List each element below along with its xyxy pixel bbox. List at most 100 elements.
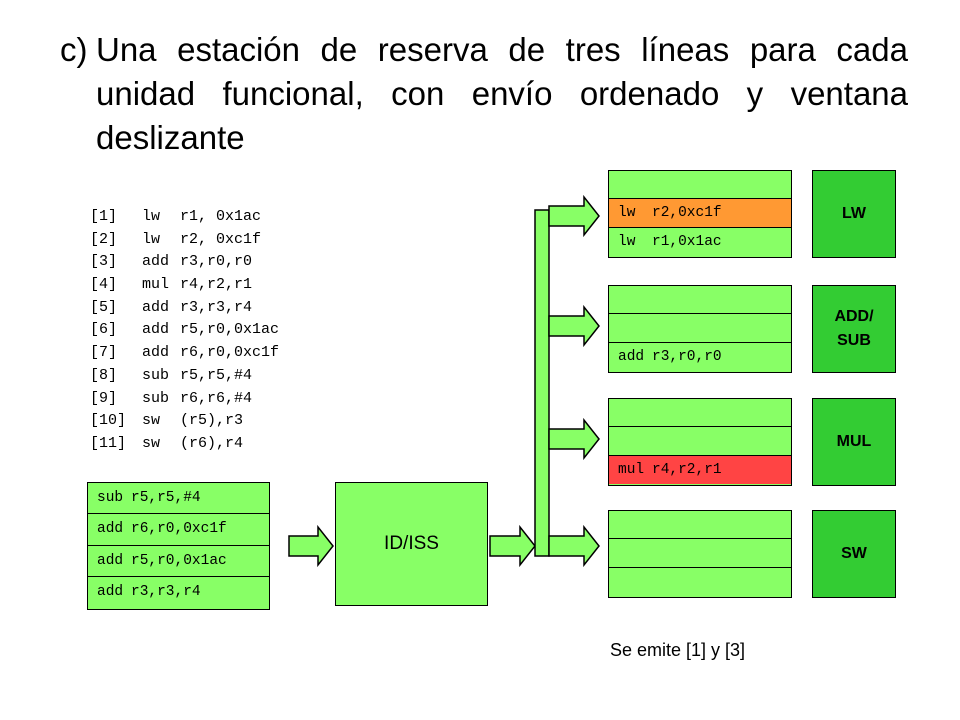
queue-entry: sub r5,r5,#4 [88, 483, 269, 515]
functional-unit-label: LW [842, 205, 866, 222]
instr-opcode: add [142, 298, 170, 316]
issue-stage-label: ID/ISS [384, 533, 439, 554]
instr-opcode: lw [142, 230, 161, 248]
instr-opcode: mul [142, 276, 170, 294]
queue-opcode: add [97, 552, 124, 569]
reservation-station [608, 510, 792, 598]
queue-operands: r6,r0,0xc1f [131, 521, 227, 538]
title-text: Una estación de reserva de tres líneas p… [96, 31, 908, 156]
station-slot [609, 314, 791, 343]
queue-opcode: add [97, 584, 124, 601]
station-slot [609, 511, 791, 540]
instr-index: [2] [90, 230, 118, 248]
station-slot [609, 568, 791, 596]
instr-opcode: add [142, 253, 170, 271]
station-slot [609, 539, 791, 568]
instr-opcode: sw [142, 412, 161, 430]
station-slot [609, 399, 791, 428]
instr-operands: (r5),r3 [180, 412, 244, 430]
queue-entry: add r3,r3,r4 [88, 577, 269, 608]
program-line: [7] add r6,r0,0xc1f [90, 342, 279, 365]
instr-index: [5] [90, 298, 118, 316]
slot-opcode: lw [618, 233, 636, 250]
functional-unit-label: MUL [836, 433, 872, 450]
station-slot: add r3,r0,r0 [609, 343, 791, 371]
instr-operands: r3,r3,r4 [180, 298, 253, 316]
program-line: [11] sw (r6),r4 [90, 433, 279, 456]
functional-unit: MUL [812, 398, 896, 486]
station-slot [609, 171, 791, 200]
dispatch-bus [534, 209, 550, 557]
functional-unit-label: ADD/ SUB [834, 308, 874, 349]
slot-operands: r1,0x1ac [652, 233, 722, 250]
station-slot: lw r2,0xc1f [609, 199, 791, 228]
arrow-to-sw-station [548, 524, 600, 568]
arrow-to-lw-station [548, 194, 600, 238]
arrow-queue-to-iss [288, 524, 334, 568]
queue-operands: r5,r0,0x1ac [131, 552, 227, 569]
instr-operands: (r6),r4 [180, 434, 244, 452]
instr-operands: r2, 0xc1f [180, 230, 262, 248]
program-line: [10] sw (r5),r3 [90, 410, 279, 433]
station-slot [609, 427, 791, 456]
instr-operands: r5,r5,#4 [180, 366, 253, 384]
instr-index: [4] [90, 276, 118, 294]
arrow-to-mul-station [548, 417, 600, 461]
program-line: [1] lw r1, 0x1ac [90, 206, 279, 229]
functional-unit: SW [812, 510, 896, 598]
program-line: [3] add r3,r0,r0 [90, 251, 279, 274]
instr-index: [6] [90, 321, 118, 339]
queue-entry: add r5,r0,0x1ac [88, 546, 269, 577]
slot-operands: r3,r0,r0 [652, 348, 722, 365]
functional-unit: LW [812, 170, 896, 258]
instr-opcode: lw [142, 208, 161, 225]
instr-index: [9] [90, 389, 118, 407]
instr-operands: r3,r0,r0 [180, 253, 253, 271]
instr-index: [10] [90, 412, 127, 430]
arrow-to-addsub-station [548, 304, 600, 348]
program-line: [9] sub r6,r6,#4 [90, 388, 279, 411]
arrow-iss-to-bus [489, 524, 536, 568]
instr-index: [11] [90, 434, 127, 452]
instr-index: [7] [90, 344, 118, 362]
instr-opcode: add [142, 321, 170, 339]
issue-stage: ID/ISS [335, 482, 488, 606]
instr-operands: r1, 0x1ac [180, 208, 262, 225]
instr-index: [1] [90, 208, 118, 225]
instr-operands: r6,r0,0xc1f [180, 344, 280, 362]
station-slot: lw r1,0x1ac [609, 228, 791, 256]
functional-unit-label: SW [841, 545, 867, 562]
instr-operands: r5,r0,0x1ac [180, 321, 280, 339]
queue-operands: r3,r3,r4 [131, 584, 201, 601]
instr-index: [8] [90, 366, 118, 384]
instr-opcode: sub [142, 389, 170, 407]
queue-operands: r5,r5,#4 [131, 490, 201, 507]
queue-opcode: sub [97, 490, 124, 507]
queue-entry: add r6,r0,0xc1f [88, 514, 269, 546]
program-line: [8] sub r5,r5,#4 [90, 365, 279, 388]
program-line: [2] lw r2, 0xc1f [90, 229, 279, 252]
queue-opcode: add [97, 521, 124, 538]
instr-index: [3] [90, 253, 118, 271]
instr-operands: r4,r2,r1 [180, 276, 253, 294]
slot-opcode: lw [618, 204, 636, 221]
reservation-station: lw r2,0xc1f lw r1,0x1ac [608, 170, 792, 258]
slot-operands: r2,0xc1f [652, 204, 722, 221]
station-slot [609, 286, 791, 315]
slot-operands: r4,r2,r1 [652, 461, 722, 478]
program-listing: [1] lw r1, 0x1ac [2] lw r2, 0xc1f [3] add r3,r0,… [90, 206, 279, 456]
program-line: [5] add r3,r3,r4 [90, 297, 279, 320]
program-line: [6] add r5,r0,0x1ac [90, 319, 279, 342]
instr-opcode: sub [142, 366, 170, 384]
reservation-station: add r3,r0,r0 [608, 285, 792, 373]
instr-operands: r6,r6,#4 [180, 389, 253, 407]
instr-opcode: add [142, 344, 170, 362]
instr-opcode: sw [142, 434, 161, 452]
program-line: [4] mul r4,r2,r1 [90, 274, 279, 297]
slot-opcode: add [618, 348, 645, 365]
issue-note: Se emite [1] y [3] [610, 640, 746, 660]
